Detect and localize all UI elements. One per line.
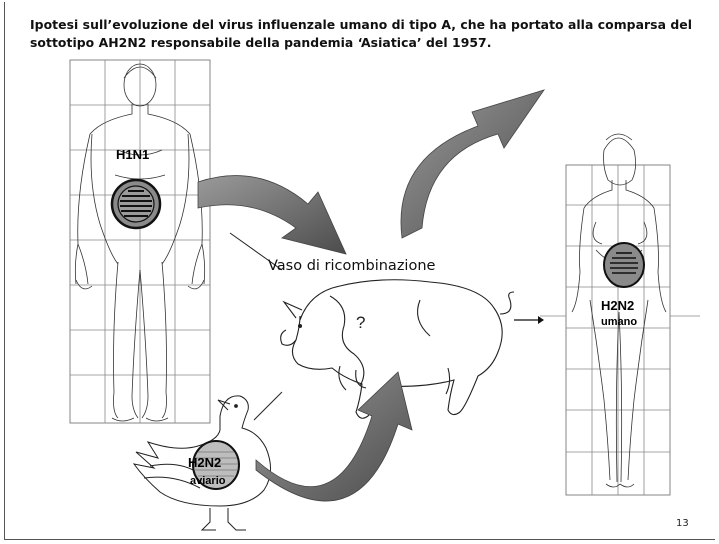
- small-arrow-head: [538, 316, 544, 324]
- label-h2n2-umano-line2: umano: [601, 316, 637, 328]
- pig-question-mark: ?: [356, 313, 365, 332]
- label-h1n1: H1N1: [116, 147, 149, 162]
- page-number: 13: [676, 518, 689, 529]
- label-h2n2-aviario-line2: aviario: [190, 475, 225, 487]
- virus-h2n2-umano-marker: [604, 243, 644, 287]
- label-h2n2-umano-line1: H2N2: [601, 298, 634, 313]
- label-h2n2-aviario-line1: H2N2: [188, 455, 221, 470]
- connector-duck-pig: [254, 392, 282, 420]
- arrow-male-to-pig: [198, 176, 346, 254]
- virus-h1n1-marker: [112, 180, 160, 228]
- label-vaso-ricombinazione: Vaso di ricombinazione: [268, 258, 435, 274]
- arrow-pig-to-female: [401, 90, 544, 238]
- arrow-duck-to-pig: [256, 372, 412, 501]
- male-figure: [70, 60, 210, 423]
- female-figure: [540, 134, 700, 495]
